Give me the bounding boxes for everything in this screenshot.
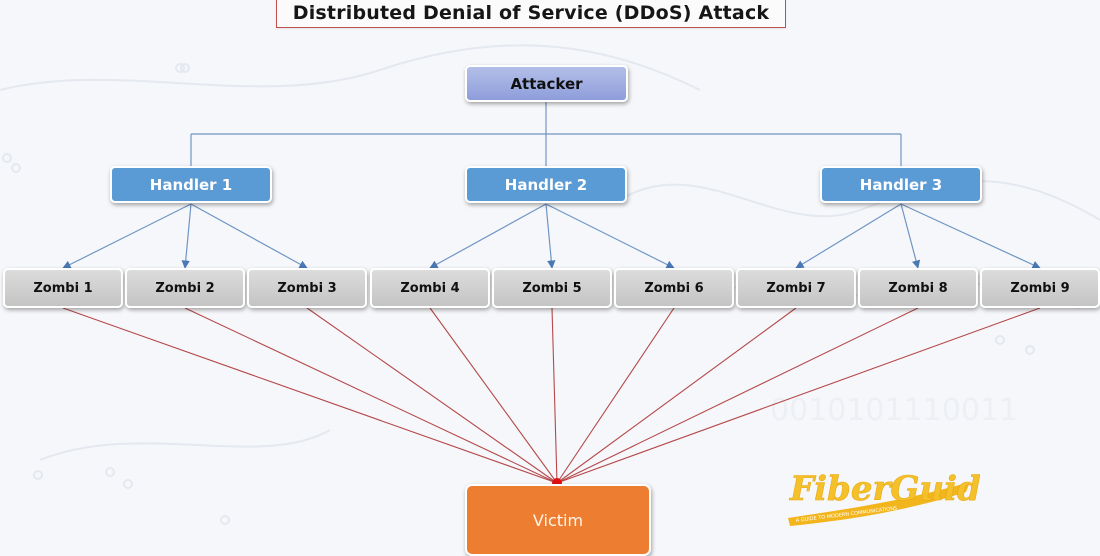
handler-node-1[interactable]: Handler 1 [110, 166, 272, 203]
zombie-node-9[interactable]: Zombi 9 [980, 268, 1100, 308]
handler-1-to-zombie-3-arrow [190, 203, 308, 269]
handler-label: Handler 2 [504, 175, 588, 194]
handler-2-to-zombie-5-arrow [545, 203, 556, 269]
zombie-node-1[interactable]: Zombi 1 [3, 268, 123, 308]
handler-3-to-zombie-8-arrow [900, 203, 921, 269]
fiberguide-logo: FiberGuide A GUIDE TO MODERN COMMUNICATI… [788, 469, 980, 526]
attacker-node[interactable]: Attacker [465, 65, 628, 102]
victim-node[interactable]: Victim [465, 484, 651, 556]
attacker-label: Attacker [510, 74, 583, 93]
binary-watermark: 0010101110011 [770, 393, 1018, 428]
zombie-label: Zombi 3 [277, 280, 337, 296]
diagram-title: Distributed Denial of Service (DDoS) Att… [292, 2, 770, 24]
logo-swoosh [788, 482, 970, 526]
zombie-label: Zombi 8 [888, 280, 948, 296]
handler-2-to-zombie-6-arrow [545, 203, 675, 269]
zombie-8-attack-line [556, 307, 919, 484]
handler-label: Handler 1 [149, 175, 233, 194]
zombie-node-4[interactable]: Zombi 4 [370, 268, 490, 308]
zombie-4-attack-line [429, 307, 558, 484]
zombie-3-attack-line [306, 307, 558, 484]
handler-2-to-zombie-4-arrow [429, 203, 547, 269]
handler-label: Handler 3 [859, 175, 943, 194]
zombie-9-attack-line [556, 307, 1041, 484]
zombie-label: Zombi 2 [155, 280, 215, 296]
victim-label: Victim [532, 510, 584, 530]
zombie-node-2[interactable]: Zombi 2 [125, 268, 245, 308]
handler-1-to-zombie-1-arrow [62, 203, 192, 269]
handler-node-3[interactable]: Handler 3 [820, 166, 982, 203]
zombie-1-attack-line [62, 307, 558, 484]
zombie-6-attack-line [556, 307, 675, 484]
zombie-label: Zombi 1 [33, 280, 93, 296]
handler-node-2[interactable]: Handler 2 [465, 166, 627, 203]
zombie-7-attack-line [556, 307, 797, 484]
handler-1-to-zombie-2-arrow [181, 203, 192, 269]
zombie-2-attack-line [184, 307, 558, 484]
handler-3-to-zombie-7-arrow [795, 203, 902, 269]
zombie-node-6[interactable]: Zombi 6 [614, 268, 734, 308]
zombie-node-7[interactable]: Zombi 7 [736, 268, 856, 308]
zombie-5-attack-line [551, 307, 558, 484]
zombie-label: Zombi 5 [522, 280, 582, 296]
logo-wordmark: FiberGuide [789, 469, 980, 509]
zombie-node-3[interactable]: Zombi 3 [247, 268, 367, 308]
zombie-node-5[interactable]: Zombi 5 [492, 268, 612, 308]
zombie-label: Zombi 6 [644, 280, 704, 296]
zombie-label: Zombi 7 [766, 280, 826, 296]
title-box: Distributed Denial of Service (DDoS) Att… [276, 0, 786, 28]
zombie-node-8[interactable]: Zombi 8 [858, 268, 978, 308]
zombie-label: Zombi 4 [400, 280, 460, 296]
zombie-label: Zombi 9 [1010, 280, 1070, 296]
handler-3-to-zombie-9-arrow [900, 203, 1041, 269]
